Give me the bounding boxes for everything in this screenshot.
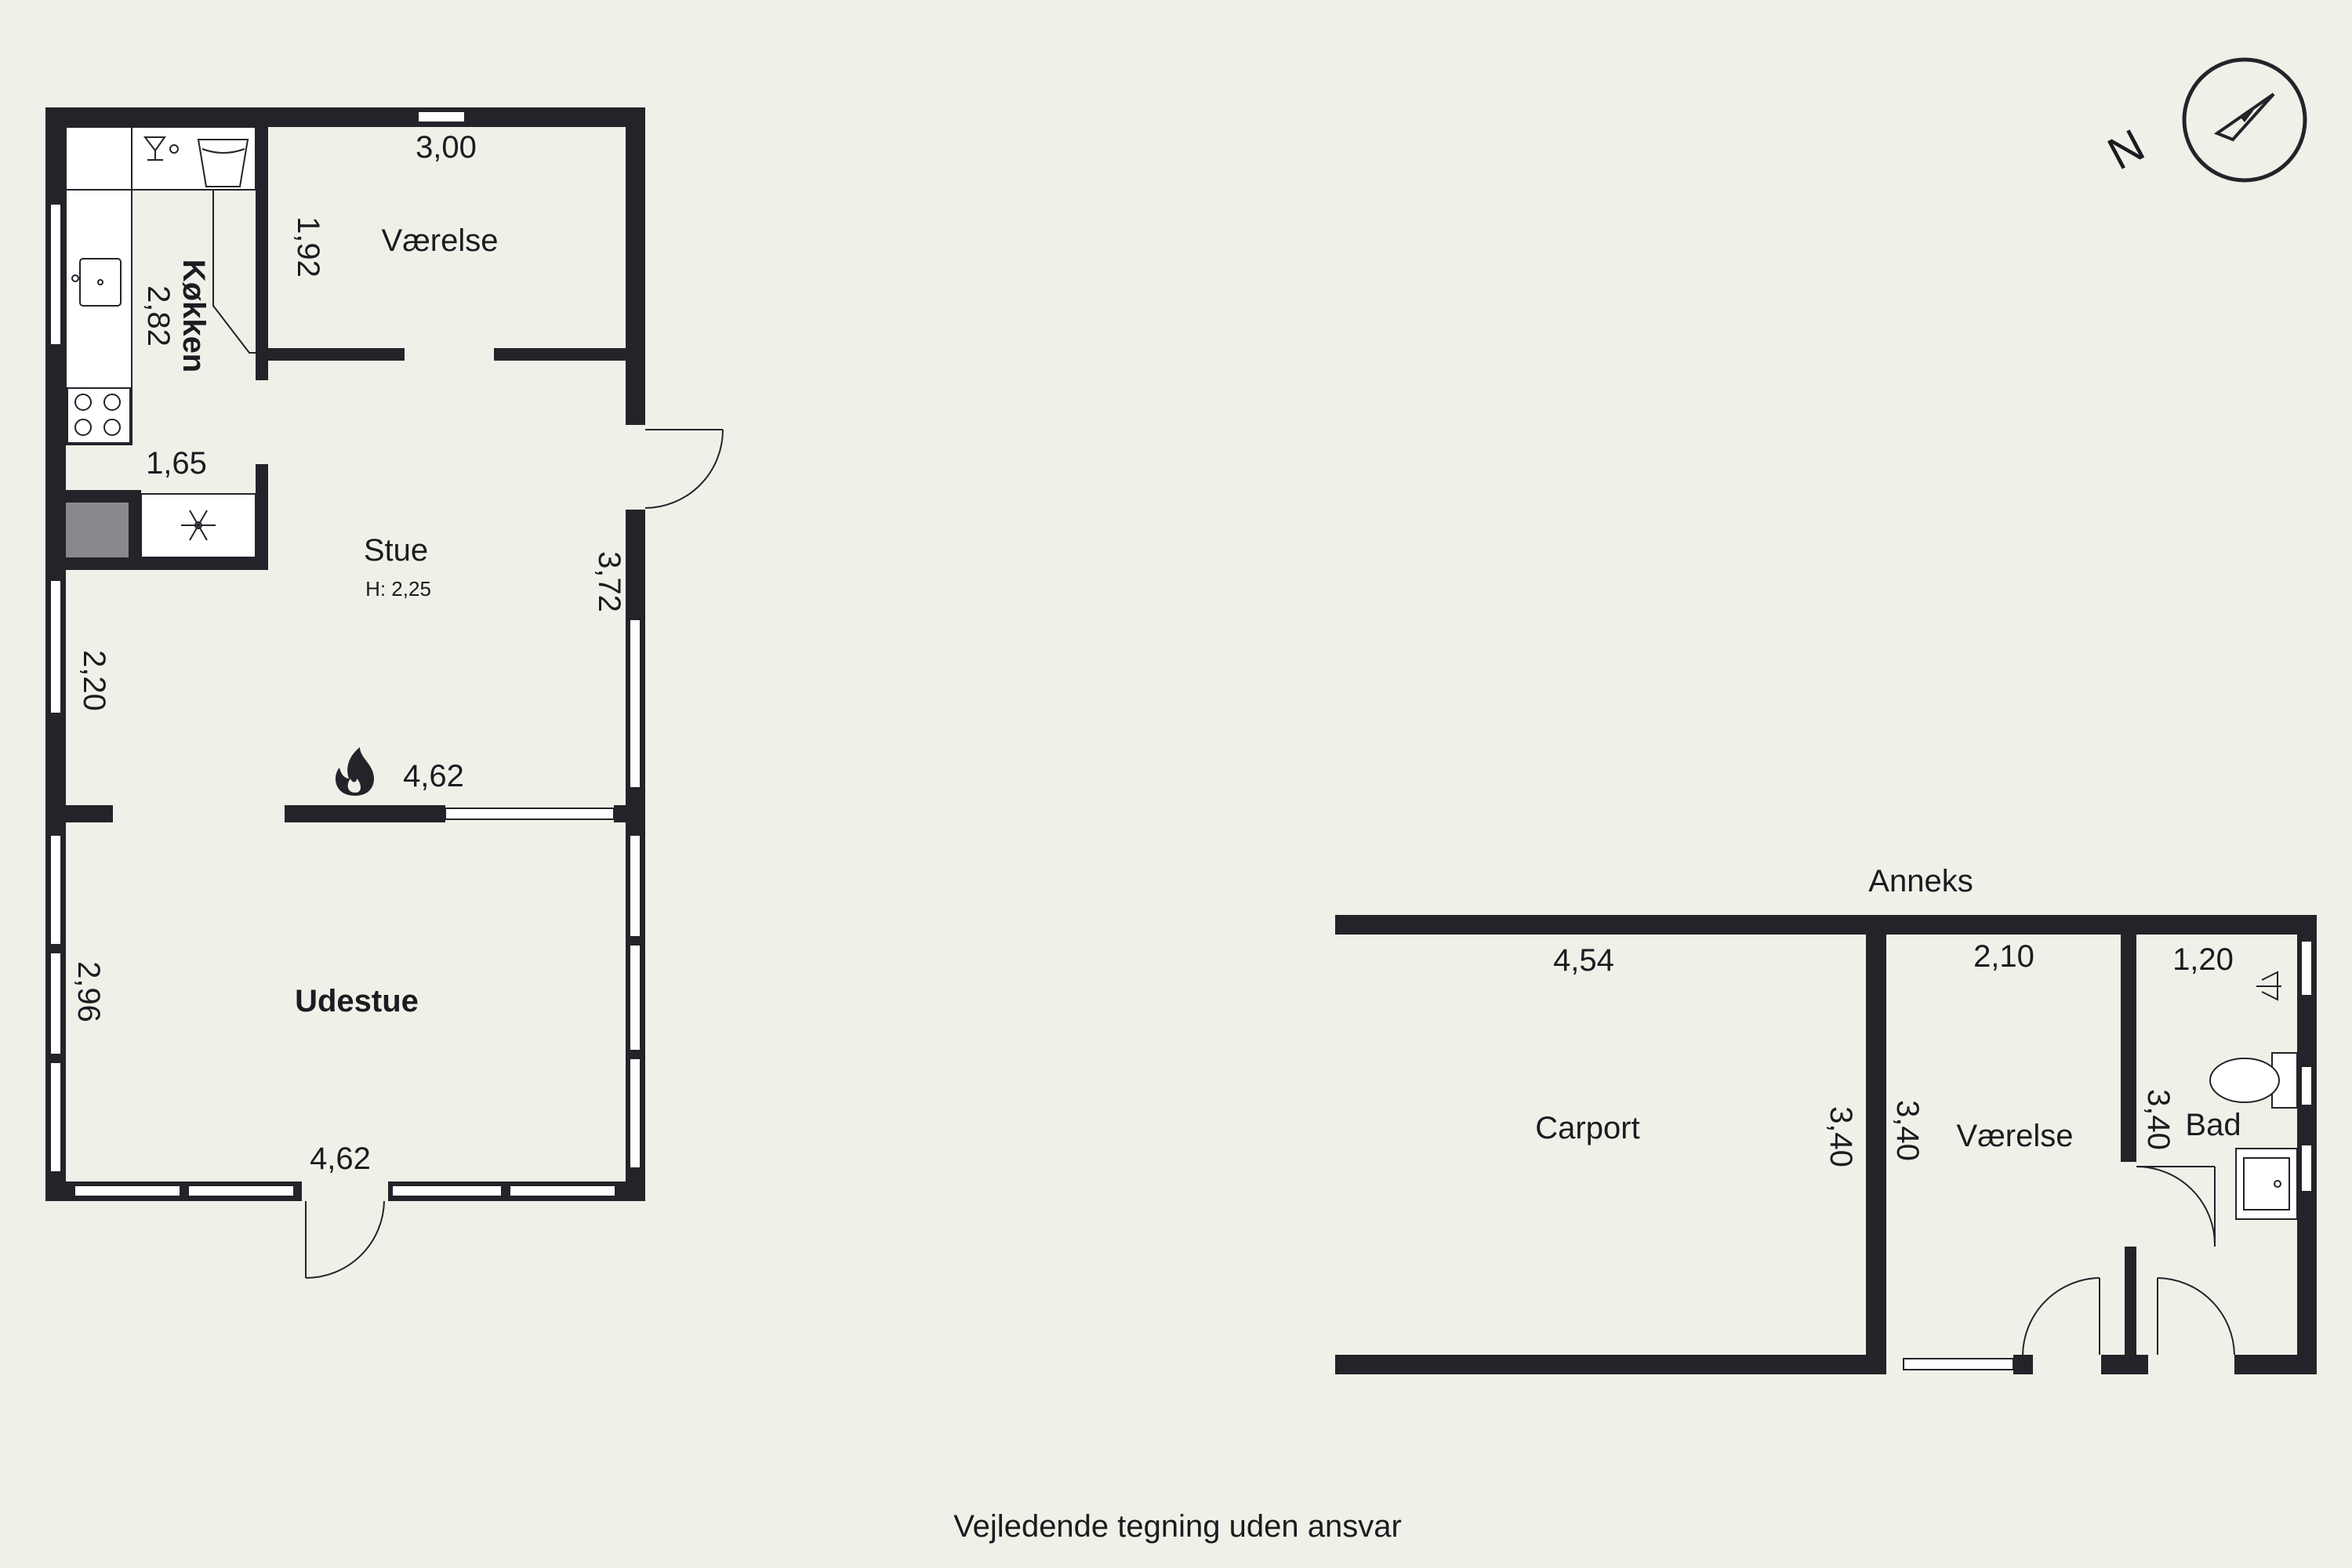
kitchen-counter-corner (212, 190, 256, 354)
dim-vaerelse-width: 3,00 (416, 130, 477, 165)
kitchen-window (49, 203, 62, 346)
udestue-left-window-1 (49, 834, 62, 946)
cabinet-side-wall (129, 490, 141, 570)
dim-bad-depth: 3,40 (2141, 1089, 2176, 1150)
dim-udestue-depth: 2,96 (71, 961, 106, 1022)
vaerelse-bottom-wall-right (494, 348, 643, 361)
kitchen-counter-upper (65, 126, 132, 191)
udestue-bottom-window-1 (74, 1185, 181, 1197)
shower-icon (2256, 971, 2281, 1001)
stue-right-window (629, 619, 641, 789)
room-label-udestue: Udestue (295, 984, 419, 1018)
vaerelse-bad-wall-lower (2125, 1247, 2136, 1372)
udestue-right-window-1 (629, 834, 641, 938)
udestue-door-opening (302, 1180, 388, 1203)
vaerelse-left-wall (256, 107, 268, 380)
main-top-wall (45, 107, 645, 127)
dim-vaerelse-depth: 1,92 (291, 216, 325, 278)
main-building: Værelse Køkken Stue H: 2,25 Udestue 3,00… (45, 107, 724, 1279)
dim-udestue-width: 4,62 (310, 1142, 371, 1176)
dim-bad-width: 1,20 (2172, 942, 2234, 977)
stue-left-window (49, 579, 62, 714)
room-label-stue: Stue (364, 533, 428, 568)
annex-building: Anneks (1335, 864, 2317, 1374)
kitchen-partition-wall (256, 464, 268, 570)
udestue-left-window-2 (49, 952, 62, 1055)
dim-stue-left: 2,20 (77, 650, 111, 711)
annex-bad-door (2157, 1277, 2235, 1356)
main-top-window (417, 111, 466, 123)
udestue-bottom-window-2 (187, 1185, 295, 1197)
udestue-partition-window (445, 808, 615, 820)
annex-internal-door (2136, 1166, 2216, 1247)
annex-top-wall (1335, 915, 2317, 935)
cabinet-top-wall (66, 490, 136, 503)
snowflake-icon (181, 510, 216, 541)
carport-vaerelse-wall (1866, 935, 1886, 1374)
dim-koekken-width: 1,65 (146, 446, 207, 481)
annex-title: Anneks (1868, 864, 1973, 898)
annex-bottom-window (1903, 1358, 2014, 1370)
dim-annex-vaerelse-depth: 3,40 (1890, 1100, 1925, 1161)
washing-machine-icon (197, 139, 249, 187)
stove-icon (67, 387, 131, 444)
annex-vaerelse-door (2022, 1277, 2100, 1356)
udestue-partition-middle (285, 805, 445, 822)
bad-window-1 (2300, 940, 2313, 996)
kitchen-sink-icon (71, 258, 122, 307)
udestue-bottom-window-4 (509, 1185, 616, 1197)
vaerelse-bottom-wall-left (256, 348, 405, 361)
annex-bottom-wall-stub (2013, 1355, 2033, 1374)
kitchen-counter-top (131, 126, 256, 191)
kitchen-bottom-wall (66, 557, 268, 570)
dim-carport-width: 4,54 (1553, 943, 1614, 978)
vaerelse-bad-wall-upper (2121, 935, 2136, 1162)
storage-cabinet (66, 503, 129, 557)
bad-window-2 (2300, 1065, 2313, 1106)
dim-stue-width: 4,62 (403, 759, 464, 793)
dim-annex-vaerelse-width: 2,10 (1973, 939, 2034, 974)
udestue-left-window-3 (49, 1062, 62, 1173)
bad-sink-icon (2235, 1148, 2298, 1220)
compass-north-label: N (2100, 119, 2153, 180)
entrance-door (644, 429, 724, 509)
room-label-vaerelse: Værelse (382, 223, 499, 258)
room-label-koekken: Køkken (176, 260, 211, 373)
dim-carport-depth: 3,40 (1824, 1106, 1858, 1167)
dim-koekken-length: 2,82 (141, 285, 176, 347)
dim-stue-depth: 3,72 (592, 551, 626, 612)
udestue-bottom-window-3 (391, 1185, 503, 1197)
room-label-annex-vaerelse: Værelse (1957, 1119, 2074, 1153)
bad-window-3 (2300, 1144, 2313, 1192)
toilet-icon (2209, 1052, 2298, 1109)
fireplace-icon (335, 747, 374, 796)
room-label-bad: Bad (2185, 1108, 2241, 1142)
main-right-wall-upper (626, 107, 645, 425)
stue-ceiling-height: H: 2,25 (365, 577, 431, 601)
room-label-carport: Carport (1535, 1111, 1639, 1145)
udestue-door (305, 1200, 385, 1279)
coffee-machine-icon (143, 136, 179, 161)
annex-bottom-wall-left (1335, 1355, 1870, 1374)
udestue-partition-right (614, 805, 626, 822)
udestue-right-window-3 (629, 1058, 641, 1169)
entrance-door-opening (624, 425, 648, 510)
udestue-right-window-2 (629, 944, 641, 1051)
udestue-partition-left (66, 805, 113, 822)
disclaimer-text: Vejledende tegning uden ansvar (953, 1509, 1402, 1544)
compass-icon (2182, 57, 2307, 183)
